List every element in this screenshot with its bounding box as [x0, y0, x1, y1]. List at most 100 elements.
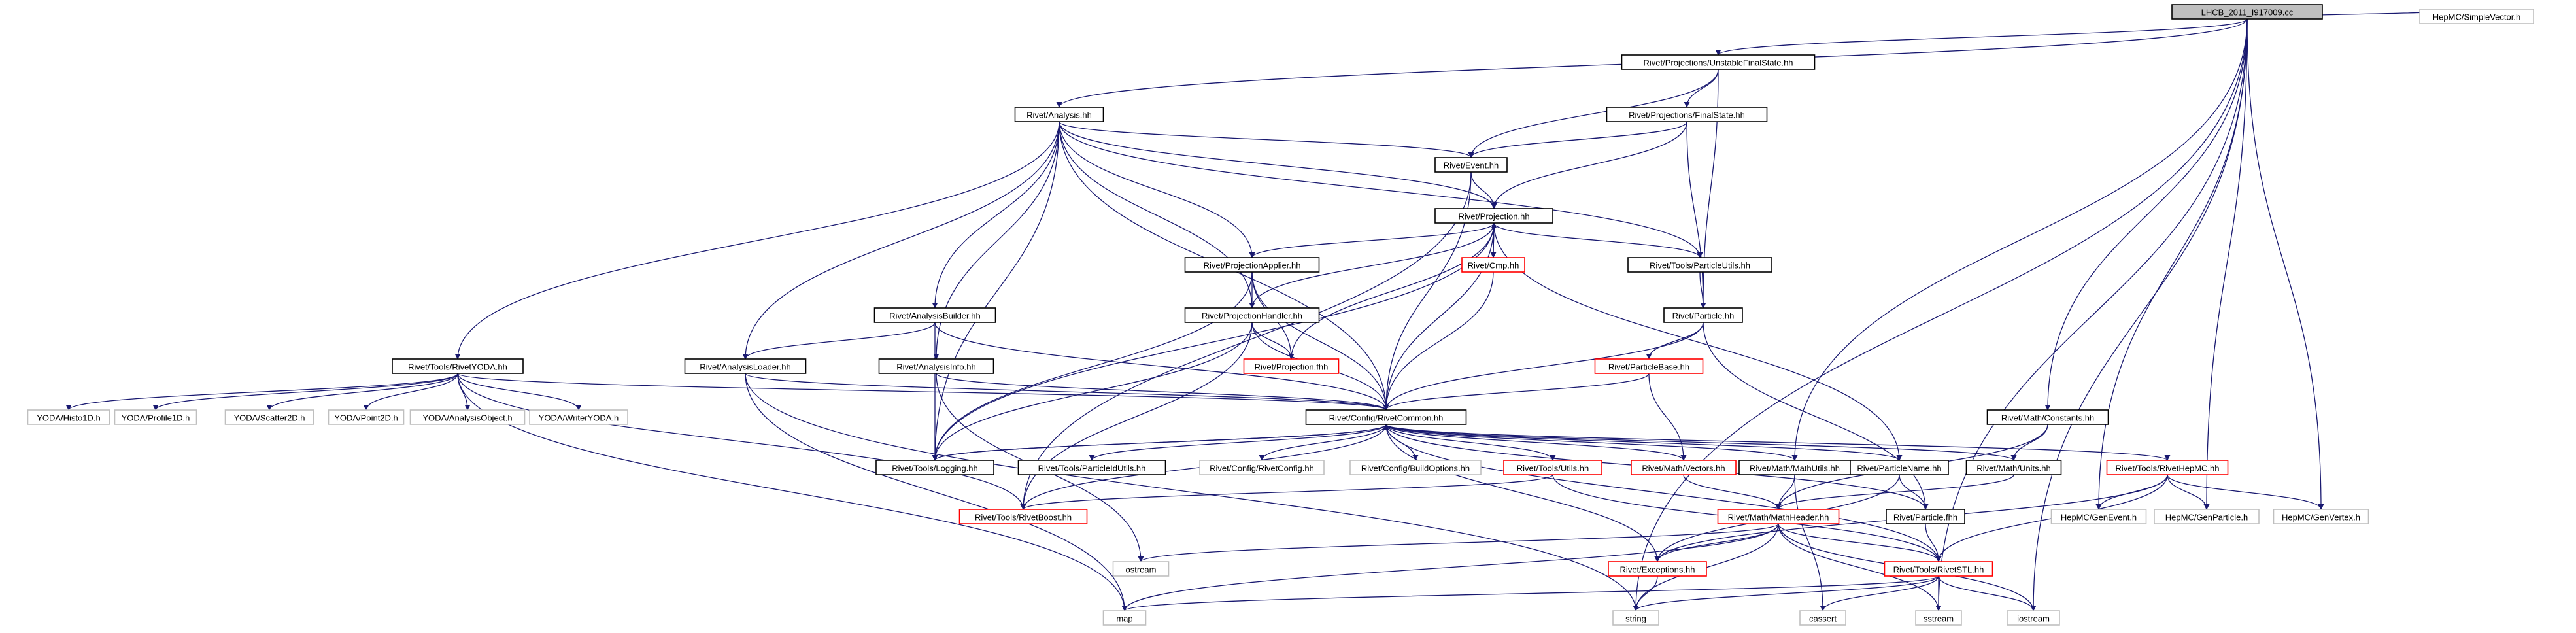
edge-rivetcommon-to-mathunits — [1385, 424, 2017, 461]
node-box-mathconstants — [1986, 409, 2109, 425]
node-label-genvertex: HepMC/GenVertex.h — [2282, 513, 2360, 522]
node-toolsutils[interactable]: Rivet/Tools/Utils.hh — [1503, 460, 1602, 475]
node-projection[interactable]: Rivet/Projection.hh — [1434, 208, 1553, 224]
node-analysisinfo[interactable]: Rivet/AnalysisInfo.hh — [878, 358, 994, 374]
node-label-root: LHCB_2011_I917009.cc — [2201, 8, 2294, 18]
node-box-root — [2171, 4, 2323, 20]
node-rivetcommon[interactable]: Rivet/Config/RivetCommon.hh — [1305, 409, 1467, 425]
edge-rivetcommon-to-particleidutils — [1089, 424, 1387, 461]
edge-analysis-to-analysisloader — [742, 121, 1060, 360]
node-box-mathvectors — [1631, 460, 1737, 475]
node-label-particle: Rivet/Particle.hh — [1672, 311, 1735, 321]
node-label-event: Rivet/Event.hh — [1444, 161, 1499, 171]
node-rivetstl[interactable]: Rivet/Tools/RivetSTL.hh — [1884, 561, 1993, 577]
node-label-writeryoda: YODA/WriterYODA.h — [539, 413, 619, 423]
edge-mathheader-to-sstream — [1778, 523, 1942, 611]
edge-rivethepmc-to-genvertex — [2167, 474, 2324, 510]
node-box-histo1d — [27, 409, 110, 425]
node-box-projapplier — [1184, 257, 1320, 273]
node-iostream: iostream — [2007, 610, 2060, 626]
edge-analysis-to-projhandler — [1059, 121, 1255, 309]
node-mathunits[interactable]: Rivet/Math/Units.hh — [1965, 460, 2062, 475]
node-mathutils[interactable]: Rivet/Math/MathUtils.hh — [1738, 460, 1851, 475]
node-label-analysisinfo: Rivet/AnalysisInfo.hh — [896, 362, 975, 372]
edge-analysisbuilder-to-analysisloader — [742, 322, 936, 360]
node-particlename[interactable]: Rivet/ParticleName.hh — [1850, 460, 1949, 475]
node-unstable[interactable]: Rivet/Projections/UnstableFinalState.hh — [1621, 54, 1816, 70]
node-analysisloader[interactable]: Rivet/AnalysisLoader.hh — [684, 358, 807, 374]
node-box-analysisinfo — [878, 358, 994, 374]
node-rivetboost[interactable]: Rivet/Tools/RivetBoost.hh — [958, 509, 1088, 524]
node-label-projapplier: Rivet/ProjectionApplier.hh — [1204, 261, 1301, 271]
node-label-map: map — [1116, 614, 1132, 624]
node-finalstate[interactable]: Rivet/Projections/FinalState.hh — [1606, 107, 1768, 122]
node-particleutils[interactable]: Rivet/Tools/ParticleUtils.hh — [1627, 257, 1772, 273]
edge-unstable-to-finalstate — [1684, 69, 1719, 108]
node-box-toolsutils — [1503, 460, 1602, 475]
edge-analysis-to-projection — [1059, 121, 1497, 209]
node-box-rivetstl — [1884, 561, 1993, 577]
edge-finalstate-to-particle — [1686, 121, 1706, 309]
node-particlefhh[interactable]: Rivet/Particle.fhh — [1886, 509, 1965, 524]
node-particle[interactable]: Rivet/Particle.hh — [1663, 307, 1743, 323]
node-label-rivetcommon: Rivet/Config/RivetCommon.hh — [1329, 413, 1444, 423]
node-cmp[interactable]: Rivet/Cmp.hh — [1461, 257, 1525, 273]
edge-projhandler-to-logging — [932, 322, 1253, 461]
node-particleidutils[interactable]: Rivet/Tools/ParticleIdUtils.hh — [1017, 460, 1166, 475]
node-label-sstream: sstream — [1924, 614, 1954, 624]
node-exceptions[interactable]: Rivet/Exceptions.hh — [1608, 561, 1707, 577]
edge-analysis-to-event — [1059, 121, 1474, 158]
node-root[interactable]: LHCB_2011_I917009.cc — [2171, 4, 2323, 20]
edge-rivetcommon-to-rivethepmc — [1385, 424, 2171, 461]
node-box-rivetboost — [958, 509, 1088, 524]
node-mathconstants[interactable]: Rivet/Math/Constants.hh — [1986, 409, 2109, 425]
node-event[interactable]: Rivet/Event.hh — [1434, 157, 1508, 173]
edge-rivetyoda-to-scatter2d — [266, 373, 458, 411]
edge-toolsutils-to-rivetboost — [1020, 474, 1553, 510]
node-label-cmp: Rivet/Cmp.hh — [1468, 261, 1519, 271]
node-box-iostream — [2007, 610, 2060, 626]
node-projhandler[interactable]: Rivet/ProjectionHandler.hh — [1184, 307, 1320, 323]
node-logging[interactable]: Rivet/Tools/Logging.hh — [875, 460, 994, 475]
node-box-scatter2d — [224, 409, 314, 425]
edge-mathutils-to-cassert — [1794, 474, 1826, 611]
edge-particlebase-to-mathvectors — [1648, 373, 1687, 461]
node-point2d: YODA/Point2D.h — [328, 409, 405, 425]
node-label-mathvectors: Rivet/Math/Vectors.hh — [1642, 464, 1725, 473]
edge-rivetyoda-to-histo1d — [65, 373, 458, 411]
node-box-particleutils — [1627, 257, 1772, 273]
node-box-analysisbuilder — [873, 307, 996, 323]
node-label-ostream: ostream — [1126, 565, 1157, 575]
node-rivetconfig: Rivet/Config/RivetConfig.hh — [1199, 460, 1325, 475]
node-label-logging: Rivet/Tools/Logging.hh — [892, 464, 978, 473]
edge-particlename-to-particlefhh — [1899, 474, 1929, 510]
node-string: string — [1612, 610, 1659, 626]
node-label-particleidutils: Rivet/Tools/ParticleIdUtils.hh — [1038, 464, 1146, 473]
node-genparticle: HepMC/GenParticle.h — [2154, 509, 2260, 524]
node-projfhh[interactable]: Rivet/Projection.fhh — [1243, 358, 1340, 374]
node-label-rivethepmc: Rivet/Tools/RivetHepMC.hh — [2116, 464, 2220, 473]
node-projapplier[interactable]: Rivet/ProjectionApplier.hh — [1184, 257, 1320, 273]
node-box-rivetconfig — [1199, 460, 1325, 475]
node-analysisbuilder[interactable]: Rivet/AnalysisBuilder.hh — [873, 307, 996, 323]
node-label-particlename: Rivet/ParticleName.hh — [1857, 464, 1941, 473]
node-box-genvertex — [2273, 509, 2369, 524]
edge-root-to-genparticle — [2203, 18, 2248, 510]
node-label-rivetyoda: Rivet/Tools/RivetYODA.hh — [408, 362, 507, 372]
node-analysisobject: YODA/AnalysisObject.h — [409, 409, 526, 425]
node-box-projfhh — [1243, 358, 1340, 374]
node-mathvectors[interactable]: Rivet/Math/Vectors.hh — [1631, 460, 1737, 475]
node-rivetyoda[interactable]: Rivet/Tools/RivetYODA.hh — [392, 358, 524, 374]
node-label-mathconstants: Rivet/Math/Constants.hh — [2001, 413, 2094, 423]
node-mathheader[interactable]: Rivet/Math/MathHeader.hh — [1717, 509, 1840, 524]
node-particlebase[interactable]: Rivet/ParticleBase.hh — [1594, 358, 1704, 374]
edge-finalstate-to-projection — [1491, 121, 1687, 209]
node-box-particlefhh — [1886, 509, 1965, 524]
node-rivethepmc[interactable]: Rivet/Tools/RivetHepMC.hh — [2106, 460, 2229, 475]
edge-rivetstl-to-iostream — [1938, 575, 2037, 611]
edge-rivetcommon-to-particlename — [1385, 424, 1903, 461]
node-ostream: ostream — [1112, 561, 1170, 577]
node-label-genevent: HepMC/GenEvent.h — [2061, 513, 2137, 522]
node-analysis[interactable]: Rivet/Analysis.hh — [1014, 107, 1104, 122]
